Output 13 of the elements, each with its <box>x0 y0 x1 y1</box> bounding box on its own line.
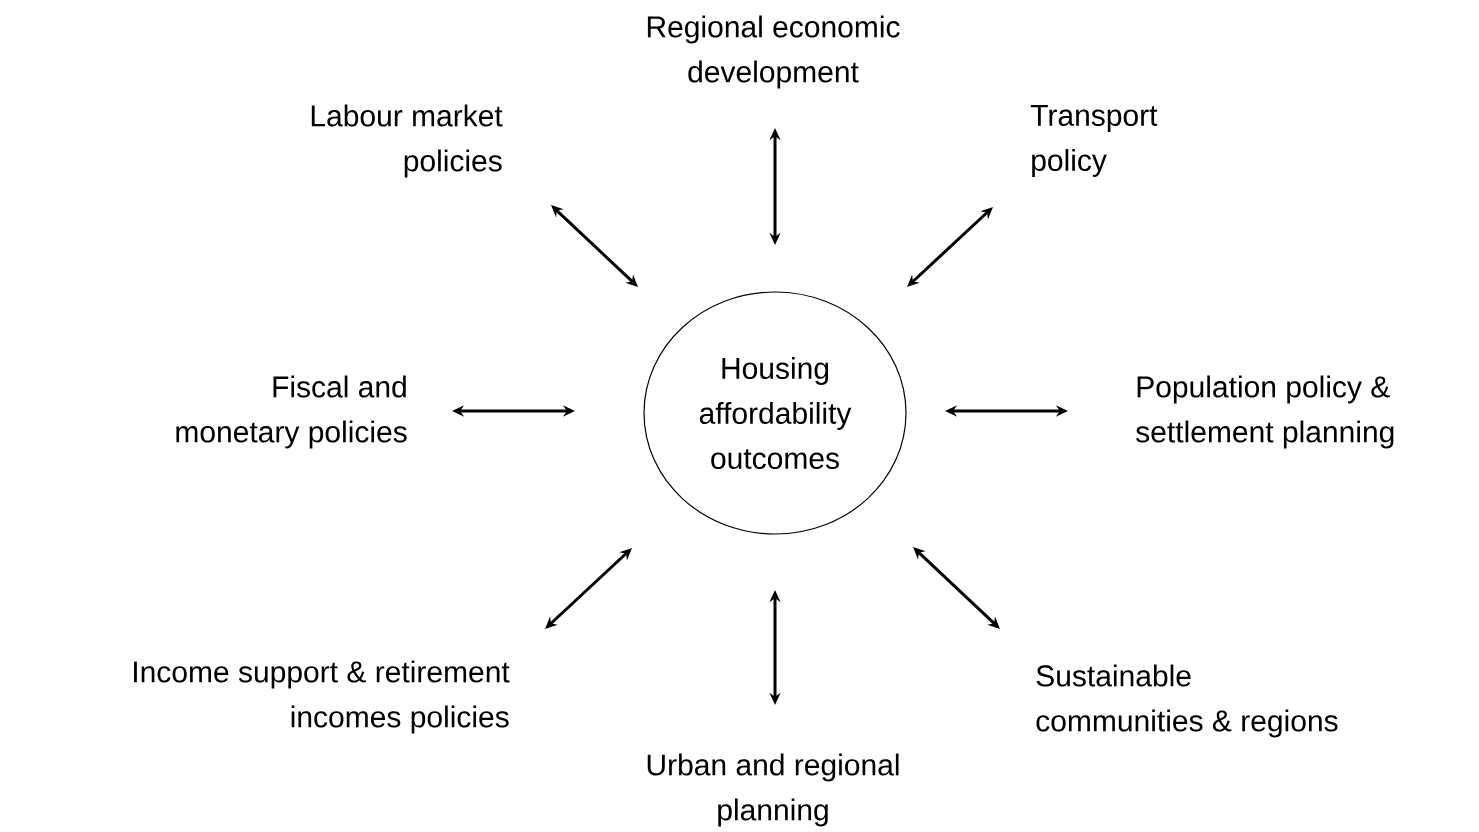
text-label: Transport policy <box>1030 105 1158 177</box>
double-arrow <box>913 547 1000 629</box>
text-label: Fiscal and monetary policies <box>176 375 407 449</box>
text-label: Regional economic development <box>647 15 900 89</box>
text-label: Labour market policies <box>311 104 503 178</box>
double-arrow <box>545 548 632 629</box>
text-label: Population policy & settlement planning <box>1136 375 1394 449</box>
text-label: Sustainable communities & regions <box>1036 664 1338 738</box>
double-arrow <box>907 207 993 287</box>
text-label: Urban and regional planning <box>647 753 899 827</box>
text-label: Income support & retirement incomes policies <box>134 660 510 734</box>
circle-node: Housing affordability outcomes <box>643 291 907 535</box>
double-arrow <box>551 205 638 287</box>
